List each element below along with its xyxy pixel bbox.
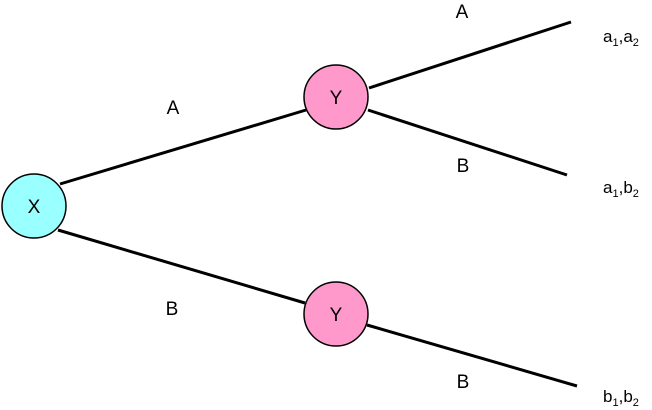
payoff-label-1: a1,a2 (603, 27, 639, 49)
node-root-label: X (28, 197, 41, 218)
node-root-circle (1, 173, 67, 239)
edge-label-root-a: A (167, 98, 180, 119)
edge-label-ya-b: B (457, 156, 470, 177)
payoff-2-second-sub: 2 (633, 188, 639, 200)
edge-label-yb-b: B (457, 372, 470, 393)
node-y-after-b: Y (303, 281, 369, 347)
node-y-after-b-circle (303, 281, 369, 347)
payoff-1-first-sub: 1 (612, 37, 618, 49)
payoff-label-2: a1,b2 (603, 178, 639, 200)
payoff-label-3: b1,b2 (603, 387, 639, 409)
payoff-3-sep: , (619, 387, 624, 406)
payoff-2-first-sub: 1 (612, 188, 618, 200)
node-y-after-a-circle (303, 64, 369, 130)
node-y-after-b-label: Y (330, 305, 343, 326)
payoff-1-sep: , (619, 27, 624, 46)
payoff-2-sep: , (619, 178, 624, 197)
node-root: X (1, 173, 67, 239)
payoff-1-second: a (623, 27, 633, 46)
payoff-1-second-sub: 2 (633, 37, 639, 49)
payoff-2-first: a (603, 178, 613, 197)
payoff-3-first: b (603, 387, 612, 406)
payoff-3-second-sub: 2 (633, 397, 639, 409)
node-y-after-a-label: Y (330, 88, 343, 109)
edge-root-a (59, 108, 307, 186)
edge-root-b (57, 228, 306, 305)
payoff-1-first: a (603, 27, 613, 46)
edge-yb-b (366, 323, 578, 388)
edge-ya-a (368, 20, 572, 90)
edge-label-ya-a: A (456, 2, 469, 23)
node-y-after-a: Y (303, 64, 369, 130)
payoff-2-second: b (623, 178, 632, 197)
payoff-3-first-sub: 1 (612, 397, 618, 409)
payoff-3-second: b (623, 387, 632, 406)
edge-ya-b (367, 108, 568, 177)
edge-label-root-b: B (166, 299, 179, 320)
